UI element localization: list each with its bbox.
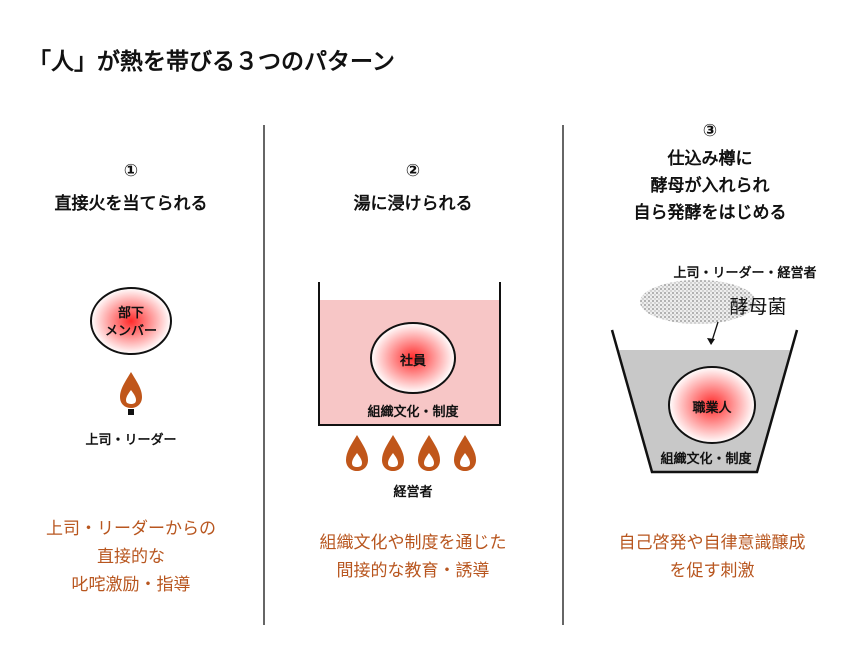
- description: 直接的な: [97, 547, 165, 567]
- circle-label: 部下: [117, 306, 145, 321]
- heat-source-label: 経営者: [393, 485, 433, 500]
- container-label: 組織文化・制度: [367, 405, 459, 420]
- circle-label: メンバー: [104, 324, 158, 339]
- flame-icon: [120, 372, 142, 408]
- flame-icon: [418, 435, 440, 471]
- column-divider: [263, 125, 265, 625]
- page-title: 「人」が熱を帯びる３つのパターン: [28, 49, 395, 75]
- container-label: 組織文化・制度: [660, 452, 752, 467]
- column-divider: [562, 125, 564, 625]
- circle-label: 社員: [399, 354, 427, 369]
- pattern-heading: 湯に浸けられる: [353, 194, 473, 214]
- pattern-number: ③: [702, 121, 718, 141]
- professional-circle: [668, 366, 756, 444]
- employee-circle: [370, 322, 456, 394]
- description: 組織文化や制度を通じた: [319, 533, 507, 553]
- pot-outline: [318, 282, 501, 426]
- barrel-outline: [610, 329, 799, 474]
- description: 上司・リーダーからの: [46, 519, 216, 539]
- member-circle: [90, 287, 172, 355]
- description: を促す刺激: [669, 561, 755, 581]
- yeast-label: 酵母菌: [729, 296, 787, 318]
- pattern-number: ②: [405, 161, 421, 181]
- yeast-cloud: [640, 280, 756, 324]
- flame-icon: [382, 435, 404, 471]
- flame-icon: [346, 435, 368, 471]
- circle-label: 職業人: [692, 401, 732, 416]
- pattern-number: ①: [123, 161, 139, 181]
- burner-icon: [128, 409, 134, 415]
- flame-icon: [454, 435, 476, 471]
- description: 間接的な教育・誘導: [336, 561, 490, 581]
- pattern-heading: 直接火を当てられる: [54, 194, 208, 214]
- pattern-heading: 酵母が入れられ: [650, 176, 770, 196]
- source-label: 上司・リーダー・経営者: [673, 266, 817, 281]
- pattern-heading: 自ら発酵をはじめる: [633, 203, 787, 223]
- heat-source-label: 上司・リーダー: [85, 433, 177, 448]
- description: 叱咤激励・指導: [71, 575, 191, 595]
- pattern-heading: 仕込み樽に: [667, 149, 753, 169]
- description: 自己啓発や自律意識醸成: [618, 533, 806, 553]
